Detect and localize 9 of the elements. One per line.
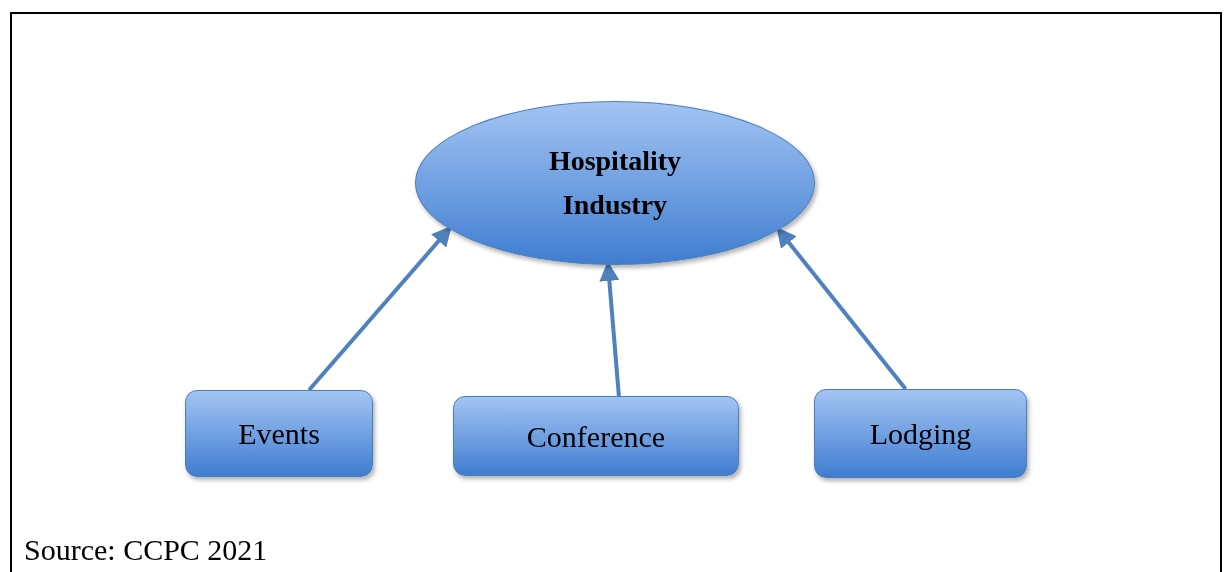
component-box — [814, 389, 1027, 478]
component-box — [453, 396, 739, 476]
ellipse-label: Hospitality Industry — [547, 144, 683, 222]
component-box — [185, 390, 373, 477]
arrow — [776, 226, 908, 391]
arrow — [307, 225, 452, 392]
box-label: Events — [238, 416, 320, 452]
box-label: Conference — [526, 418, 666, 455]
box-label: Lodging — [869, 416, 972, 452]
